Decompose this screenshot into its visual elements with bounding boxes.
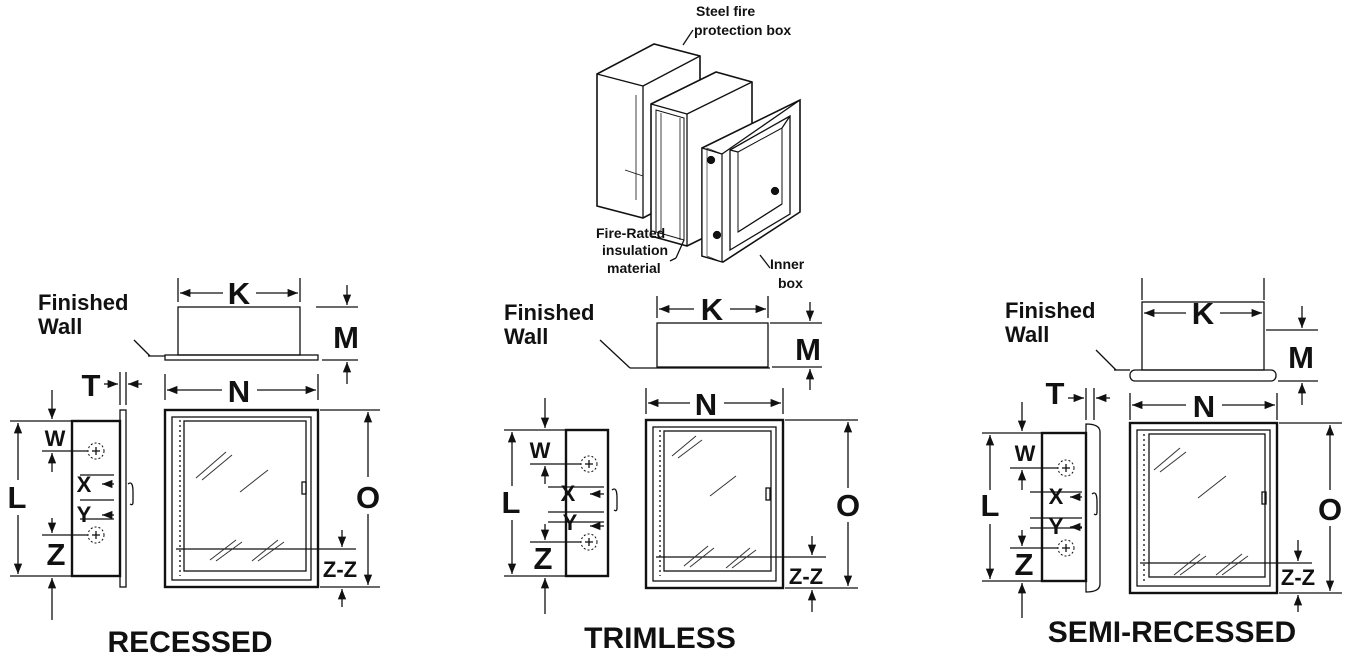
finished-wall-label-recessed-2: Wall bbox=[38, 314, 82, 339]
cabinet-front-semi bbox=[1128, 421, 1279, 595]
dim-w-recessed: W bbox=[45, 426, 66, 451]
dim-k-trimless: K bbox=[701, 292, 724, 327]
dim-zz-trimless: Z-Z bbox=[789, 564, 823, 589]
title-trimless: TRIMLESS bbox=[584, 622, 736, 655]
cabinet-front-trimless bbox=[644, 418, 785, 590]
finished-wall-label-recessed: Finished bbox=[38, 290, 128, 315]
dim-l-trimless: L bbox=[502, 485, 521, 520]
dim-y-recessed: Y bbox=[77, 502, 92, 527]
dim-m-recessed: M bbox=[333, 320, 359, 355]
dim-n-recessed: N bbox=[228, 374, 250, 409]
title-semi-recessed: SEMI-RECESSED bbox=[1048, 616, 1296, 649]
inner-box bbox=[701, 98, 801, 263]
dim-w-semi: W bbox=[1015, 441, 1036, 466]
cabinet-front-recessed bbox=[163, 408, 320, 589]
dim-zz-recessed: Z-Z bbox=[323, 557, 357, 582]
dim-z-trimless: Z bbox=[534, 541, 553, 576]
dim-zz-semi: Z-Z bbox=[1281, 565, 1315, 590]
finished-wall-label-semi: Finished bbox=[1005, 298, 1095, 323]
dim-y-trimless: Y bbox=[563, 510, 578, 535]
dim-o-semi: O bbox=[1318, 492, 1342, 527]
dim-x-trimless: X bbox=[561, 481, 576, 506]
dim-z-recessed: Z bbox=[47, 537, 66, 572]
dim-n-trimless: N bbox=[695, 387, 717, 422]
dim-z-semi: Z bbox=[1015, 547, 1034, 582]
finished-wall-label-semi-2: Wall bbox=[1005, 322, 1049, 347]
dim-l-recessed: L bbox=[8, 480, 27, 515]
title-recessed: RECESSED bbox=[107, 626, 272, 656]
dim-x-recessed: X bbox=[77, 472, 92, 497]
dim-t-recessed: T bbox=[82, 368, 101, 403]
semi-recessed-section: K M Finished Wall N T L bbox=[981, 278, 1342, 649]
inner-box-label: Inner bbox=[770, 256, 805, 272]
dim-w-trimless: W bbox=[530, 438, 551, 463]
insulation-label-3: material bbox=[607, 260, 661, 276]
dim-l-semi: L bbox=[981, 488, 1000, 523]
dim-m-trimless: M bbox=[795, 332, 821, 367]
dim-m-semi: M bbox=[1288, 340, 1314, 375]
dim-t-semi: T bbox=[1046, 376, 1065, 411]
trimless-section: K M Finished Wall N L W bbox=[502, 292, 861, 655]
dim-k-recessed: K bbox=[228, 276, 251, 311]
finished-wall-label-trimless: Finished bbox=[504, 300, 594, 325]
dim-o-trimless: O bbox=[836, 488, 860, 523]
dim-o-recessed: O bbox=[356, 480, 380, 515]
dim-x-semi: X bbox=[1049, 484, 1064, 509]
inner-box-label-2: box bbox=[778, 275, 803, 291]
dim-y-semi: Y bbox=[1049, 514, 1064, 539]
insulation-label-2: insulation bbox=[602, 242, 668, 258]
exploded-view: Steel fire protection box Fire-Rated ins… bbox=[596, 3, 805, 291]
finished-wall-label-trimless-2: Wall bbox=[504, 324, 548, 349]
insulation-label: Fire-Rated bbox=[596, 225, 665, 241]
recessed-section: K M Finished Wall N T L bbox=[8, 276, 381, 656]
steel-box-label: Steel fire bbox=[696, 3, 755, 19]
steel-box-label-2: protection box bbox=[694, 22, 791, 38]
dim-k-semi: K bbox=[1192, 296, 1215, 331]
dim-n-semi: N bbox=[1193, 389, 1215, 424]
